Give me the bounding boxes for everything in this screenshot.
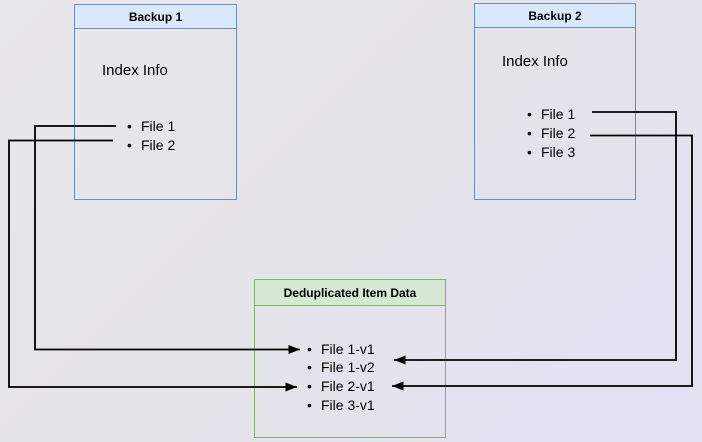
node-dedup: Deduplicated Item Data File 1-v1 File 1-… [254,279,446,438]
backup2-file-list: File 1 File 2 File 3 [527,105,575,162]
node-backup1-title: Backup 1 [75,5,236,29]
list-item: File 2 [127,136,175,155]
backup1-file-list: File 1 File 2 [127,117,175,155]
list-item: File 1 [127,117,175,136]
list-item: File 1-v1 [307,340,375,359]
list-item: File 1 [527,105,575,124]
node-backup1: Backup 1 Index Info File 1 File 2 [74,4,237,200]
list-item: File 1-v2 [307,358,375,377]
list-item: File 3 [527,143,575,162]
list-item: File 2 [527,124,575,143]
node-backup2-subtitle: Index Info [502,53,568,70]
node-dedup-title: Deduplicated Item Data [255,280,445,306]
node-backup1-subtitle: Index Info [102,62,168,79]
dedup-item-list: File 1-v1 File 1-v2 File 2-v1 File 3-v1 [307,340,375,415]
node-backup2: Backup 2 Index Info File 1 File 2 File 3 [474,3,636,200]
list-item: File 2-v1 [307,377,375,396]
list-item: File 3-v1 [307,396,375,415]
node-backup2-title: Backup 2 [475,4,635,28]
